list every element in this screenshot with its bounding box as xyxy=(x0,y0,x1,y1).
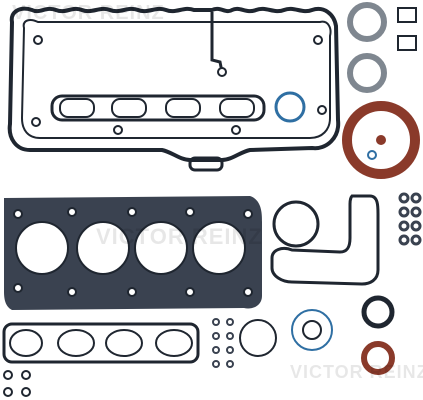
washer-icon xyxy=(398,192,422,246)
intake-manifold-gasket-icon xyxy=(50,94,266,122)
valve-cover-gasket-icon xyxy=(7,6,341,172)
cylinder-head-gasket-icon xyxy=(4,196,262,310)
seal-washer-icon xyxy=(3,370,31,397)
shaft-seal-icon xyxy=(361,295,395,375)
exhaust-manifold-gasket-icon xyxy=(2,322,200,364)
timing-cover-seal-icon xyxy=(342,101,420,179)
oring-icon xyxy=(212,309,333,368)
water-pump-gasket-icon xyxy=(270,194,380,286)
seal-ring-icon xyxy=(347,2,417,93)
throttle-body-gasket-icon xyxy=(274,91,306,123)
valve-cover-bolt-holes xyxy=(31,35,327,135)
